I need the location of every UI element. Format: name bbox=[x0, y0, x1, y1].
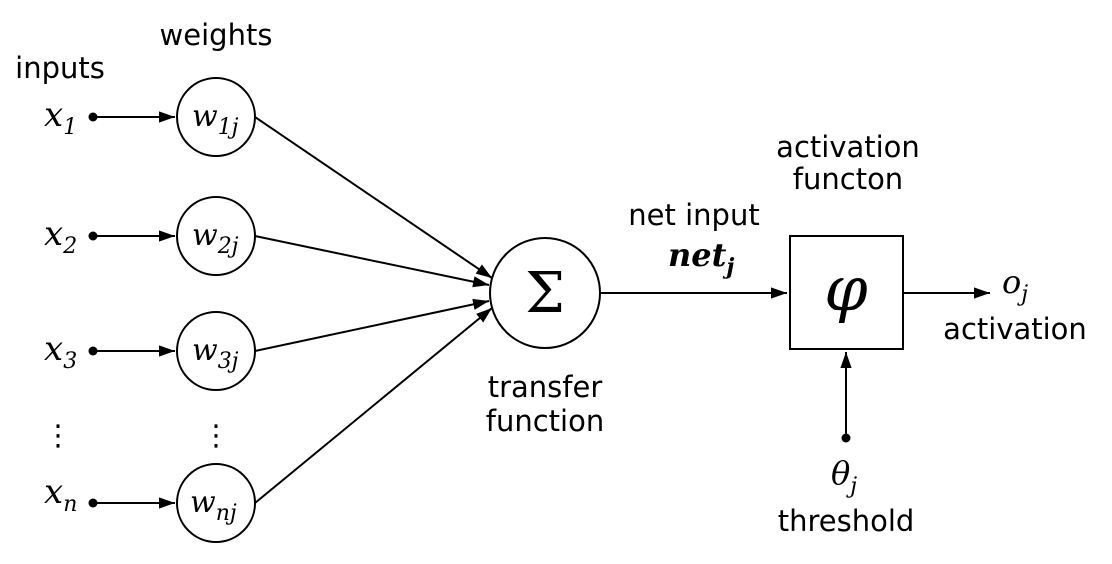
input-xn: xn bbox=[44, 472, 77, 517]
weight-node-2: w2j bbox=[176, 196, 256, 276]
threshold-dot bbox=[841, 433, 851, 443]
transfer-label-line1: transfer bbox=[488, 370, 603, 404]
phi-symbol: φ bbox=[824, 252, 868, 325]
weight-node-3: w3j bbox=[176, 311, 256, 391]
weight-node-n: wnj bbox=[176, 463, 256, 543]
weights-ellipsis: ⋮ bbox=[202, 418, 231, 452]
threshold-label: threshold bbox=[778, 504, 915, 538]
svg-text:wnj: wnj bbox=[190, 485, 237, 526]
activation-function-label-line2: functon bbox=[793, 162, 903, 196]
weight-arrow-2 bbox=[254, 235, 490, 288]
activation-function-label-line1: activation bbox=[776, 130, 920, 164]
transfer-label-line2: function bbox=[486, 404, 604, 438]
input-x2: x2 bbox=[44, 214, 77, 259]
weights-label: weights bbox=[160, 18, 273, 52]
sum-symbol: Σ bbox=[525, 261, 565, 326]
weight-arrow-3 bbox=[254, 298, 490, 352]
svg-text:w2j: w2j bbox=[192, 218, 239, 259]
net-symbol: netj bbox=[668, 236, 734, 280]
output-symbol: oj bbox=[1002, 263, 1028, 307]
svg-text:w3j: w3j bbox=[192, 333, 239, 374]
weight-node-1: w1j bbox=[176, 77, 256, 157]
theta-symbol: θj bbox=[831, 454, 857, 499]
transfer-function-node: Σ bbox=[489, 237, 601, 349]
inputs-ellipsis: ⋮ bbox=[44, 418, 73, 452]
inputs-label: inputs bbox=[15, 51, 105, 85]
weight-arrow-1 bbox=[254, 116, 493, 279]
activation-label: activation bbox=[943, 312, 1087, 346]
activation-function-box: φ bbox=[789, 235, 904, 350]
input-x3: x3 bbox=[44, 329, 77, 374]
net-input-label: net input bbox=[628, 198, 759, 232]
weight-arrow-n bbox=[254, 307, 493, 504]
input-x1: x1 bbox=[44, 95, 77, 140]
svg-text:w1j: w1j bbox=[192, 99, 239, 140]
